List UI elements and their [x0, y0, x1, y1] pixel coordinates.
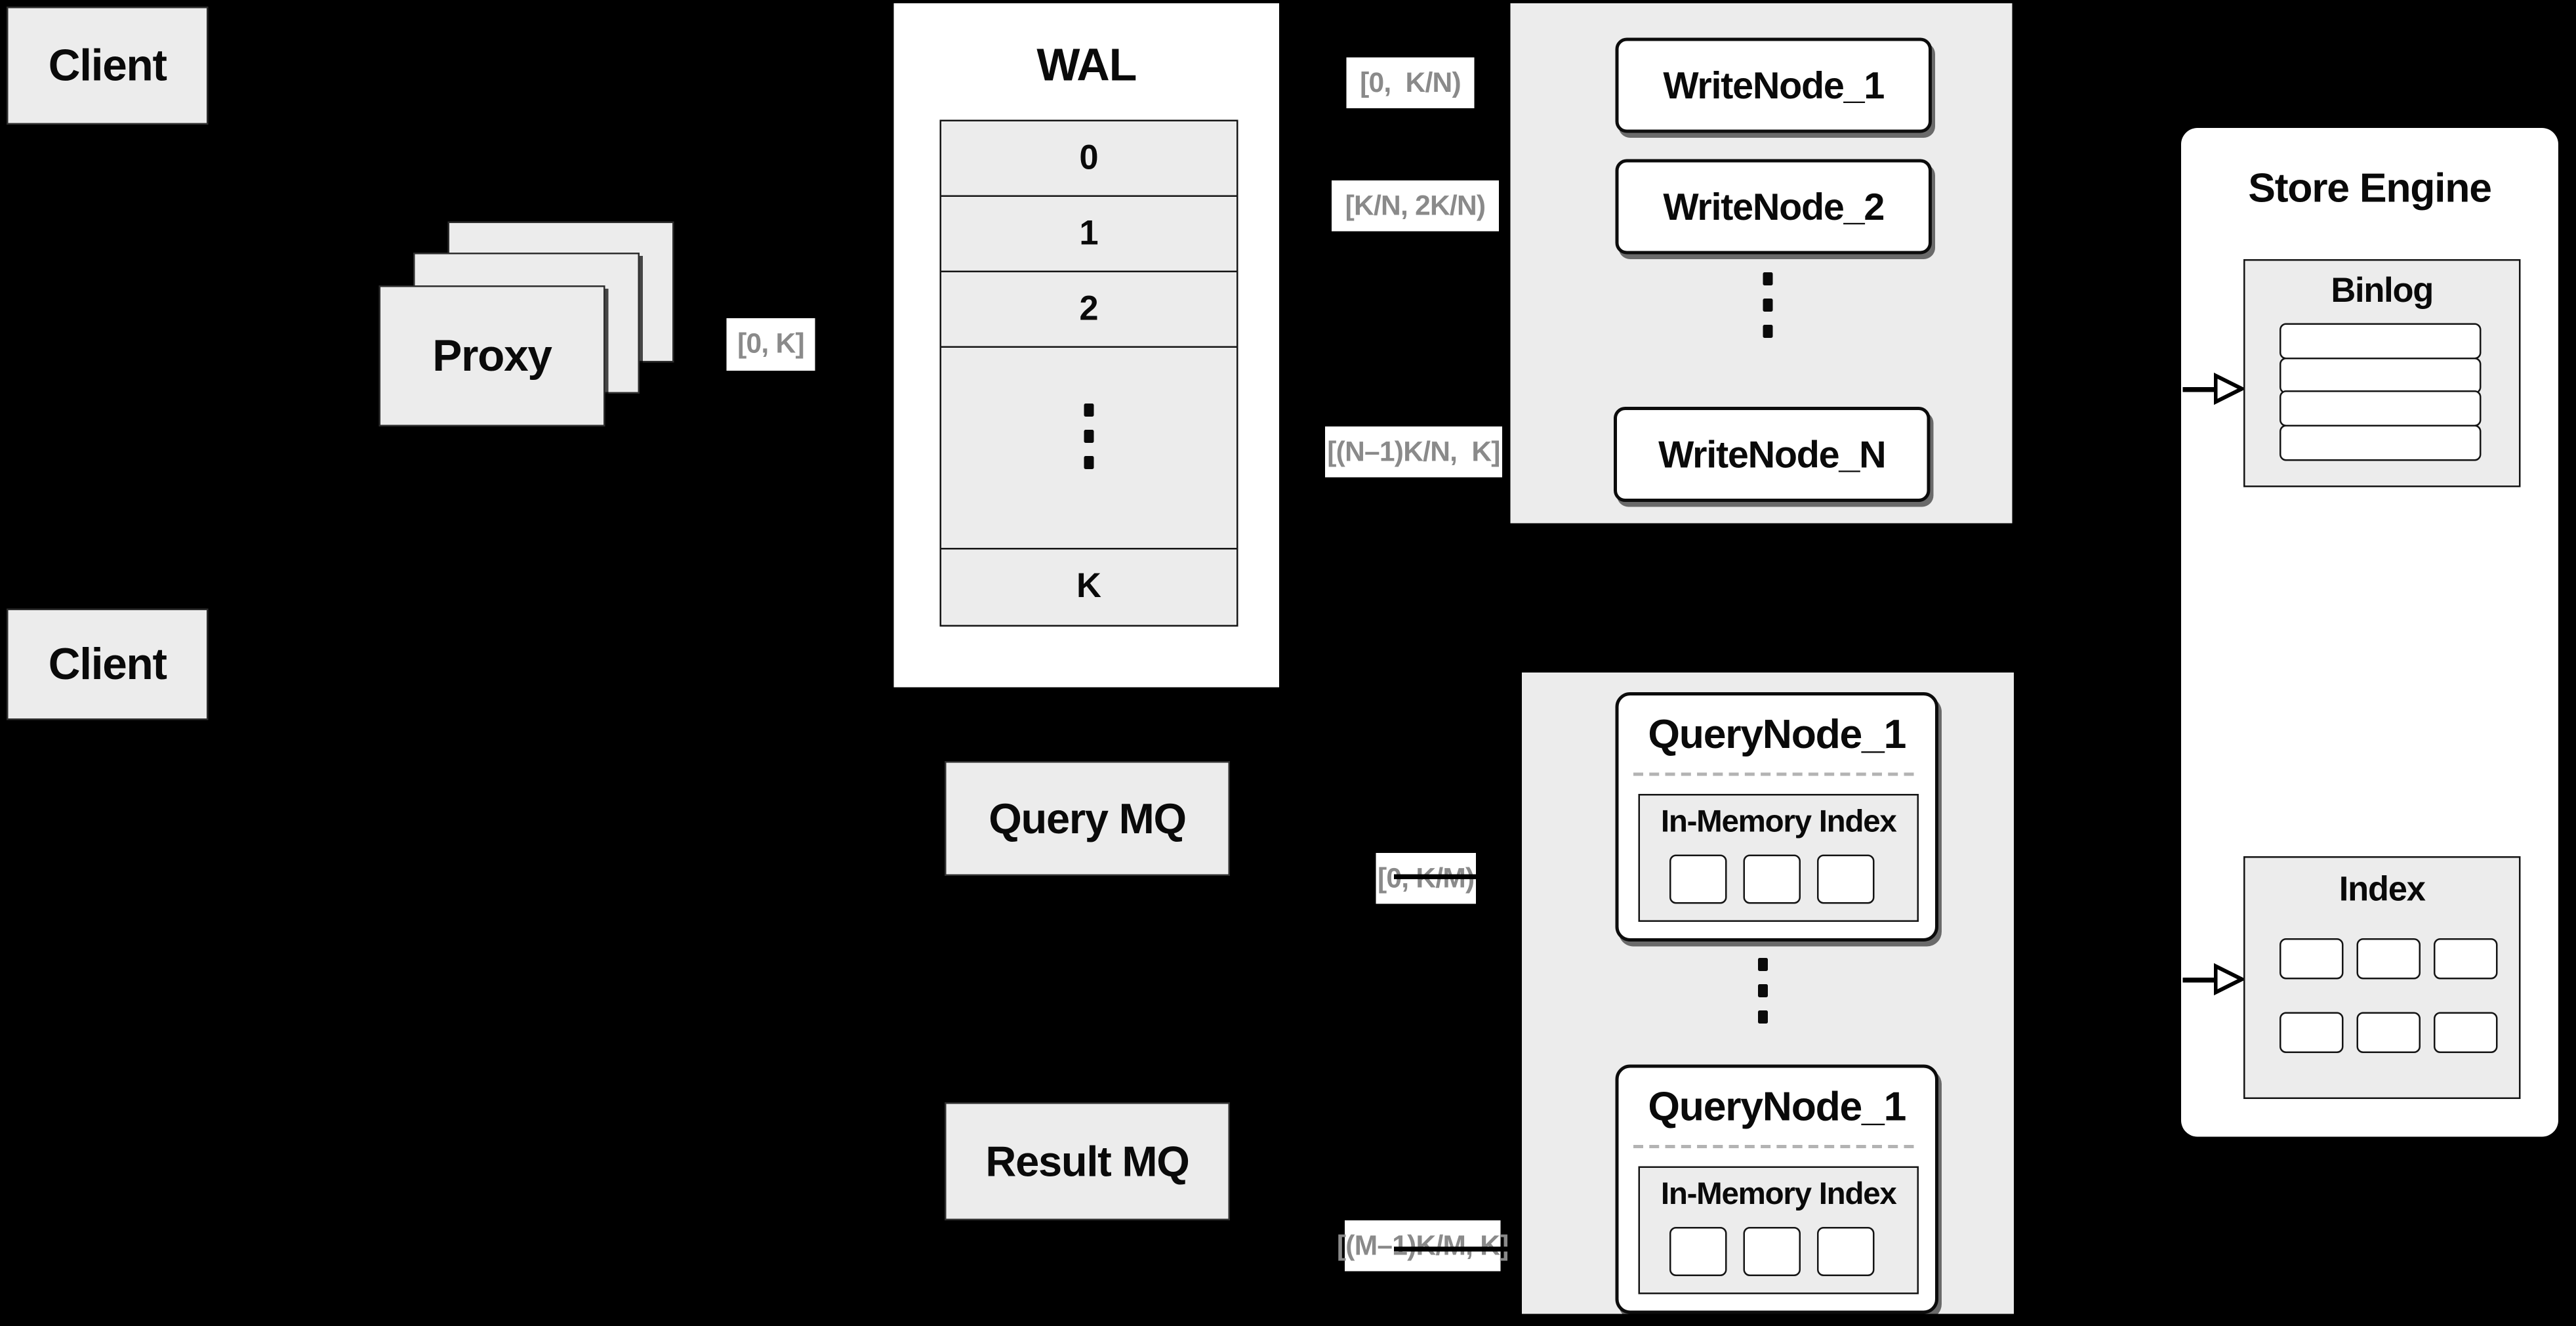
memory-segment [1817, 1227, 1875, 1276]
memory-segment [1669, 1227, 1727, 1276]
in-memory-index-title: In-Memory Index [1660, 1178, 1897, 1212]
wal-cell-2: 2 [939, 271, 1238, 350]
index-segment [2356, 1012, 2421, 1053]
binlog-row [2280, 390, 2482, 427]
query-mq-node: Query MQ [945, 761, 1230, 876]
write-node-1-label: WriteNode_1 [1663, 63, 1885, 106]
proxy-range-text: [0, K] [737, 328, 805, 360]
proxy-label: Proxy [432, 330, 552, 380]
write-node-2-label: WriteNode_2 [1663, 184, 1885, 228]
index-segment [2280, 1012, 2344, 1053]
in-memory-index-box: In-Memory Index [1638, 794, 1919, 922]
wal-cell-k-text: K [1076, 568, 1101, 606]
query-range-label-m: [(M–1)K/M, K] [1337, 1220, 1509, 1272]
wal-cell-ellipsis [939, 346, 1238, 552]
querymq-to-querynode2-line [1394, 1247, 1589, 1252]
binlog-rows [2280, 323, 2482, 461]
querymq-to-querynode1-line [1394, 874, 1589, 879]
memory-segment [1817, 854, 1875, 904]
query-node-2-title: QueryNode_1 [1648, 1084, 1906, 1130]
write-range-n-text: [(N–1)K/N, K] [1327, 435, 1500, 467]
index-segment [2356, 938, 2421, 980]
open-arrow-right-icon [2214, 963, 2243, 996]
in-memory-index-box: In-Memory Index [1638, 1166, 1919, 1295]
index-segment [2434, 1012, 2498, 1053]
index-title: Index [2339, 871, 2426, 909]
wal-cell-1: 1 [939, 196, 1238, 275]
client-node-bottom: Client [7, 608, 209, 720]
memory-segment [1743, 1227, 1801, 1276]
index-arrow-line [2182, 978, 2217, 983]
proxy-node: Proxy [378, 285, 605, 426]
write-node-n: WriteNode_N [1614, 407, 1931, 502]
open-arrow-right-icon [2214, 372, 2243, 405]
vertical-ellipsis [941, 348, 1237, 470]
wal-cell-0: 0 [939, 120, 1238, 199]
binlog-arrow-line [2182, 387, 2217, 392]
wal-cell-0-text: 0 [1079, 140, 1099, 178]
query-node-1-title: QueryNode_1 [1648, 712, 1906, 758]
index-segment [2434, 938, 2498, 980]
write-range-1-text: [0, K/N) [1360, 66, 1462, 98]
query-range-m-text: [(M–1)K/M, K] [1336, 1229, 1509, 1261]
wal-container: WAL 0 1 2 K [893, 3, 1279, 688]
binlog-title: Binlog [2331, 272, 2434, 310]
index-box: Index [2243, 856, 2521, 1099]
wal-cell-2-text: 2 [1079, 291, 1099, 329]
dashed-divider [1633, 1145, 1914, 1148]
store-engine-title: Store Engine [2248, 165, 2492, 212]
in-memory-index-title: In-Memory Index [1660, 805, 1897, 840]
proxy-range-label: [0, K] [726, 318, 815, 371]
write-node-1: WriteNode_1 [1615, 37, 1932, 133]
query-mq-label: Query MQ [989, 793, 1187, 842]
write-range-label-2: [K/N, 2K/N) [1332, 180, 1499, 232]
result-mq-node: Result MQ [945, 1102, 1230, 1220]
binlog-row [2280, 424, 2482, 461]
wal-cell-1-text: 1 [1079, 215, 1099, 254]
query-node-1: QueryNode_1 In-Memory Index [1615, 692, 1938, 942]
write-node-2: WriteNode_2 [1615, 159, 1932, 255]
memory-segment [1669, 854, 1727, 904]
binlog-row [2280, 357, 2482, 394]
result-mq-label: Result MQ [985, 1136, 1189, 1186]
client-bottom-label: Client [48, 638, 167, 688]
wal-cell-k: K [939, 549, 1238, 628]
binlog-row [2280, 323, 2482, 360]
query-node-2: QueryNode_1 In-Memory Index [1615, 1064, 1938, 1314]
index-segment [2280, 938, 2344, 980]
store-engine-container: Store Engine Binlog Index [2181, 128, 2558, 1137]
write-range-label-n: [(N–1)K/N, K] [1325, 426, 1502, 478]
write-range-2-text: [K/N, 2K/N) [1345, 189, 1486, 221]
dashed-divider [1633, 772, 1914, 776]
write-range-label-1: [0, K/N) [1346, 57, 1475, 108]
vertical-ellipsis [1757, 945, 1770, 1037]
client-node-top: Client [7, 7, 209, 125]
vertical-ellipsis [1761, 259, 1774, 351]
wal-title: WAL [1036, 39, 1137, 91]
binlog-box: Binlog [2243, 259, 2521, 487]
memory-segment [1743, 854, 1801, 904]
write-node-n-label: WriteNode_N [1658, 432, 1886, 475]
client-top-label: Client [48, 40, 167, 90]
